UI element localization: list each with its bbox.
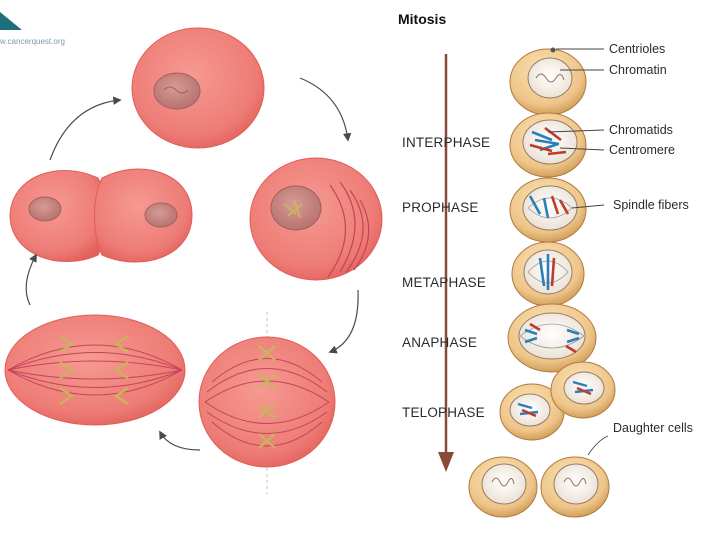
stage-label-metaphase: METAPHASE [402, 275, 487, 290]
daughter-cell-right [540, 456, 610, 518]
timeline-arrow [438, 54, 454, 472]
diagram-title: Mitosis [398, 11, 447, 27]
part-label-chromatin: Chromatin [609, 63, 667, 77]
label-leader-lines [547, 48, 609, 456]
cancerquest-logo [0, 12, 22, 30]
cell-anaphase-left [4, 314, 186, 426]
mitosis-cell-metaphase [509, 177, 587, 243]
cycle-arrows [25, 77, 359, 451]
mitosis-cell-telophase [499, 361, 616, 441]
stage-label-telophase: TELOPHASE [402, 405, 485, 420]
cell-telophase-left [9, 168, 193, 263]
stage-label-prophase: PROPHASE [402, 200, 479, 215]
stage-label-interphase: INTERPHASE [402, 135, 491, 150]
part-label-centromere: Centromere [609, 143, 675, 157]
mitosis-cell-prophase [509, 112, 587, 178]
cell-prophase-left [249, 157, 383, 281]
part-label-spindle-fibers: Spindle fibers [613, 198, 689, 212]
mitosis-cell-anaphase [511, 241, 585, 307]
mitosis-cell-anaphase-late [507, 303, 597, 373]
mitosis-cell-interphase [509, 47, 587, 116]
daughter-cell-left [468, 456, 538, 518]
cell-metaphase-left [198, 312, 336, 494]
stage-label-anaphase: ANAPHASE [402, 335, 478, 350]
part-label-centrioles: Centrioles [609, 42, 666, 56]
part-label-daughter-cells: Daughter cells [613, 421, 693, 435]
part-label-chromatids: Chromatids [609, 123, 673, 137]
cell-interphase-left [131, 27, 265, 149]
logo-url: w.cancerquest.org [0, 37, 65, 46]
